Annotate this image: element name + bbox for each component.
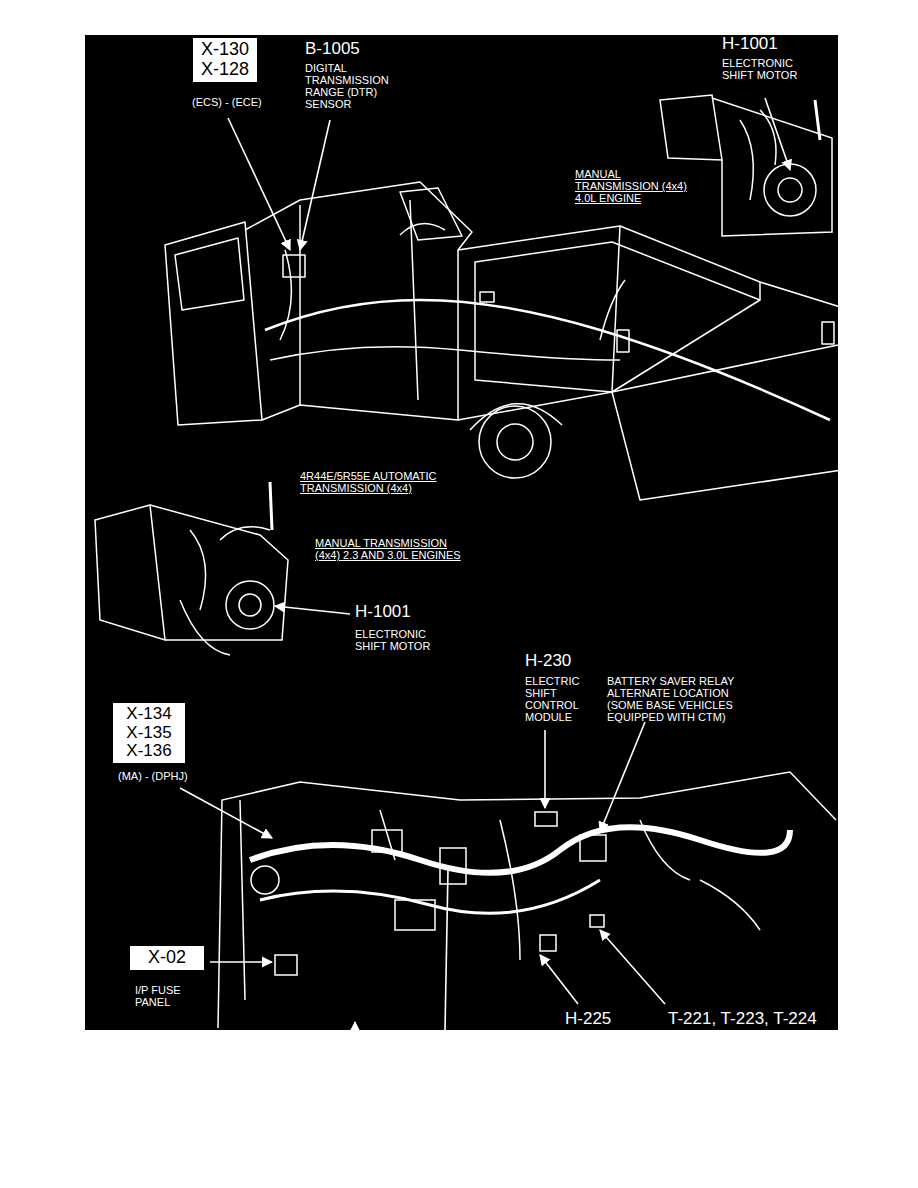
connector-id: X-02 — [134, 948, 200, 968]
part-description: (ECS) - (ECE) — [192, 96, 302, 108]
connector-id-box: X-130 X-128 — [193, 38, 257, 82]
connector-id: X-134 X-135 X-136 — [117, 705, 181, 761]
part-description: ELECTRONIC SHIFT MOTOR — [355, 628, 441, 652]
part-description: BATTERY SAVER RELAY ALTERNATE LOCATION (… — [607, 675, 759, 723]
part-id: H-1001 — [355, 603, 455, 622]
part-id: H-230 — [525, 652, 605, 671]
part-description: (MA) - (DPHJ) — [118, 770, 228, 782]
black-panel — [85, 35, 838, 1030]
manual-transmission-4-0-drawing — [660, 95, 832, 236]
part-description: MANUAL TRANSMISSION (4x4) 2.3 AND 3.0L E… — [315, 537, 465, 561]
leader-lines — [180, 98, 790, 1030]
part-id: B-1005 — [305, 40, 425, 59]
part-id: H-225 — [565, 1010, 655, 1029]
part-id: T-221, T-223, T-224 — [668, 1010, 833, 1029]
automatic-transmission-drawing — [95, 482, 288, 655]
part-description: MANUAL TRANSMISSION (4x4) 4.0L ENGINE — [575, 168, 699, 204]
part-id: H-1001 — [722, 35, 822, 54]
connector-id-box: X-134 X-135 X-136 — [113, 703, 185, 763]
part-description: DIGITAL TRANSMISSION RANGE (DTR) SENSOR — [305, 62, 405, 110]
part-description: 4R44E/5R55E AUTOMATIC TRANSMISSION (4x4) — [300, 470, 465, 494]
connector-id: X-130 X-128 — [197, 40, 253, 80]
part-description: ELECTRONIC SHIFT MOTOR — [722, 57, 806, 81]
connector-id-box: X-02 — [130, 946, 204, 970]
truck-drawing — [165, 182, 850, 500]
part-description: ELECTRIC SHIFT CONTROL MODULE — [525, 675, 603, 723]
part-description: I/P FUSE PANEL — [135, 984, 195, 1008]
instrument-panel-drawing — [218, 772, 836, 1028]
